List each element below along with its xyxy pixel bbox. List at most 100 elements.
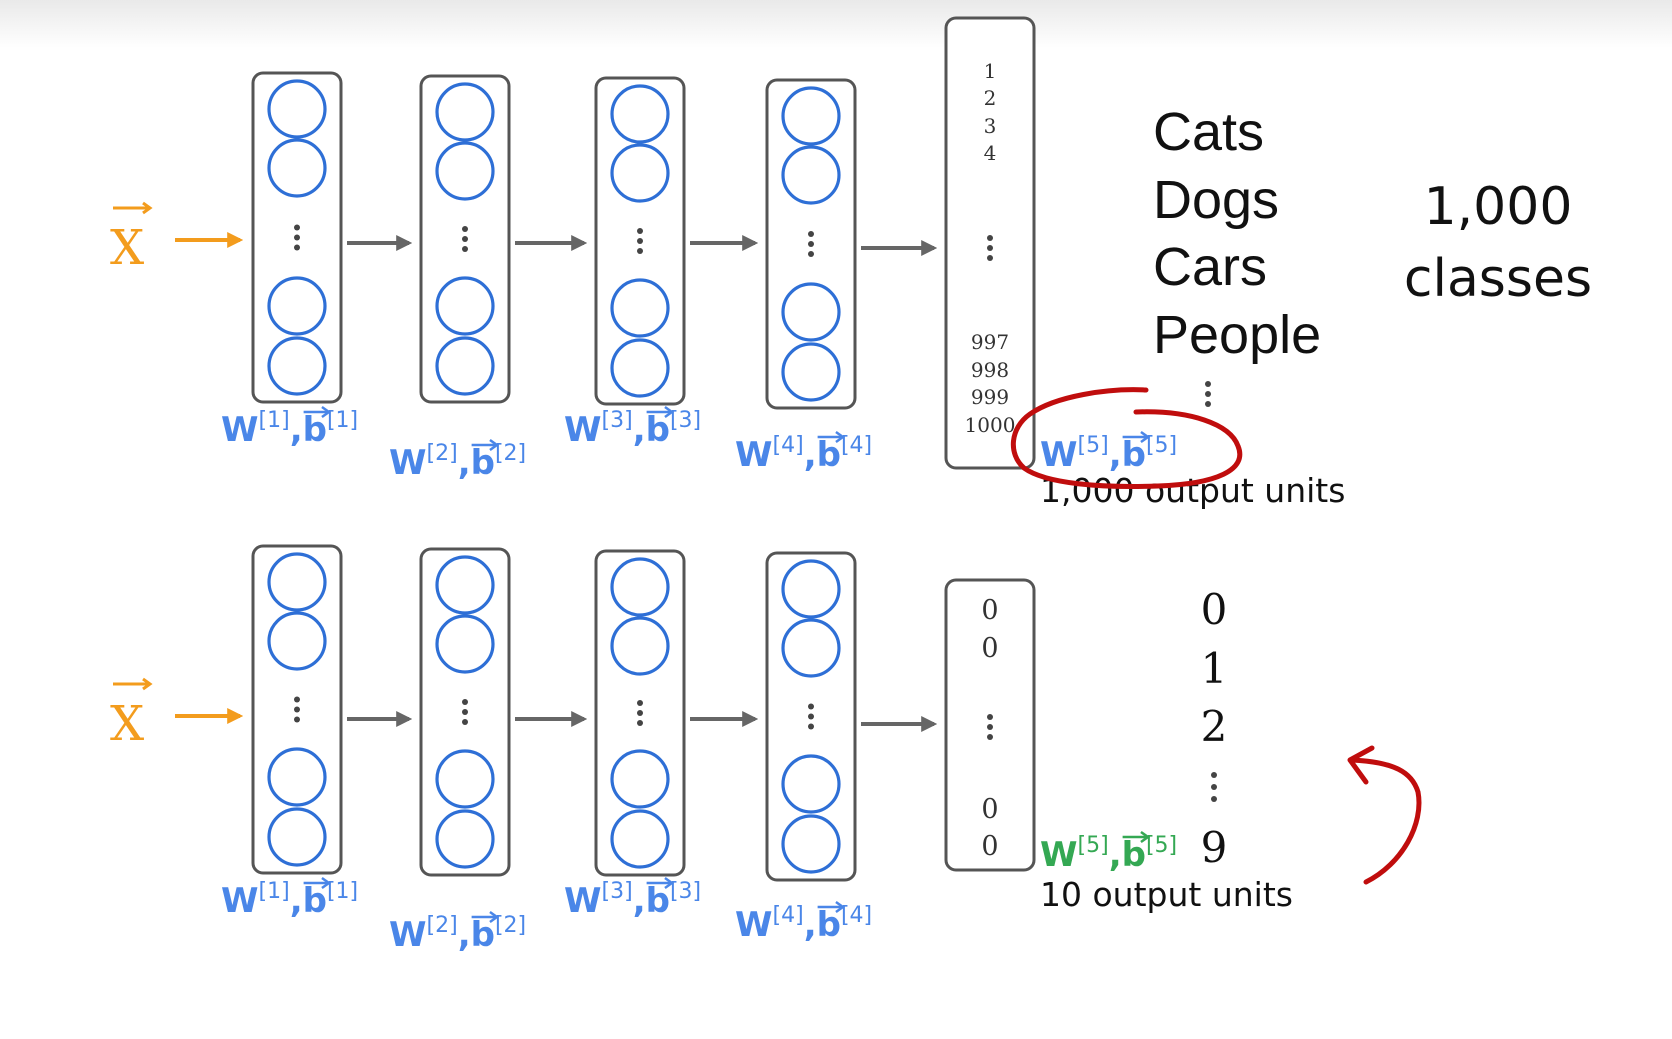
param-label: W[2],b[2] bbox=[389, 438, 526, 483]
neuron bbox=[267, 747, 327, 807]
weight-symbol: W bbox=[221, 410, 259, 450]
neuron bbox=[435, 749, 495, 809]
neuron bbox=[610, 143, 670, 203]
bottom-network: XW[1],b[1]W[2],b[2]W[3],b[3]W[4],b[4]000… bbox=[110, 544, 1177, 955]
param-text: W[4],b[4] bbox=[735, 903, 872, 945]
bias-superscript: [4] bbox=[841, 433, 872, 458]
neuron bbox=[610, 616, 670, 676]
neuron-ellipsis bbox=[462, 226, 468, 252]
neuron-ellipsis bbox=[808, 231, 814, 257]
curved-arrow-annotation bbox=[1349, 757, 1422, 885]
input-x-label: X bbox=[110, 201, 153, 276]
hidden-layer-2 bbox=[419, 74, 511, 404]
neuron bbox=[435, 276, 495, 336]
bias-superscript: [4] bbox=[841, 903, 872, 928]
weight-superscript: [1] bbox=[259, 879, 290, 904]
digit-1: 1 bbox=[1201, 644, 1228, 693]
param-text: W[2],b[2] bbox=[389, 913, 526, 955]
weight-symbol: W bbox=[1040, 435, 1078, 475]
neuron-ellipsis bbox=[637, 228, 643, 254]
neuron bbox=[781, 618, 841, 678]
digit-labels: 0 1 2 9 bbox=[1201, 585, 1228, 872]
bias-superscript: [2] bbox=[495, 913, 526, 938]
param-separator: , bbox=[633, 410, 646, 450]
output-index: 998 bbox=[971, 358, 1009, 382]
weight-superscript: [2] bbox=[427, 913, 458, 938]
hidden-layer-1 bbox=[251, 544, 343, 875]
vector-arrow-head bbox=[835, 430, 846, 444]
neuron bbox=[267, 807, 327, 867]
vector-arrow-head bbox=[321, 405, 332, 419]
neuron-ellipsis bbox=[294, 224, 300, 251]
weight-symbol: W bbox=[389, 915, 427, 955]
weight-superscript: [4] bbox=[773, 433, 804, 458]
neuron bbox=[781, 282, 841, 342]
neuron bbox=[435, 336, 495, 396]
weight-symbol: W bbox=[1040, 835, 1078, 875]
param-text: W[3],b[3] bbox=[564, 879, 701, 921]
hidden-layer-4 bbox=[765, 551, 857, 882]
curved-arrow-head bbox=[1347, 745, 1375, 785]
weight-superscript: [5] bbox=[1078, 433, 1109, 458]
vector-arrow-head bbox=[321, 876, 332, 890]
neuron bbox=[435, 82, 495, 142]
output-index: 3 bbox=[984, 114, 997, 138]
output-index: 1000 bbox=[965, 413, 1016, 437]
hidden-layer-1 bbox=[251, 71, 343, 404]
class-list-ellipsis bbox=[1205, 381, 1211, 407]
bias-superscript: [2] bbox=[495, 441, 526, 466]
neuron-ellipsis bbox=[462, 699, 468, 725]
neuron bbox=[435, 555, 495, 615]
param-label: W[2],b[2] bbox=[389, 910, 526, 955]
param-text: W[1],b[1] bbox=[221, 879, 358, 921]
neuron bbox=[781, 754, 841, 814]
neuron bbox=[267, 336, 327, 396]
neuron bbox=[435, 141, 495, 201]
vector-arrow-head bbox=[1140, 430, 1151, 444]
param-separator: , bbox=[1109, 835, 1122, 875]
hidden-layer-3 bbox=[594, 76, 686, 406]
output-index: 4 bbox=[984, 141, 997, 165]
vector-arrow-head bbox=[835, 900, 846, 914]
weight-symbol: W bbox=[735, 905, 773, 945]
param-label: W[1],b[1] bbox=[221, 405, 358, 450]
param-text: W[5],b[5] bbox=[1040, 833, 1177, 875]
digit-9: 9 bbox=[1201, 823, 1228, 872]
neuron bbox=[610, 278, 670, 338]
param-separator: , bbox=[290, 881, 303, 921]
bias-superscript: [3] bbox=[670, 408, 701, 433]
output-value: 0 bbox=[981, 633, 998, 664]
class-name-dogs: Dogs bbox=[1153, 170, 1279, 230]
bias-superscript: [5] bbox=[1146, 433, 1177, 458]
output-ellipsis bbox=[987, 714, 993, 740]
class-name-cars: Cars bbox=[1153, 237, 1267, 297]
bias-superscript: [5] bbox=[1146, 833, 1177, 858]
vector-arrow-head bbox=[142, 677, 153, 691]
class-name-cats: Cats bbox=[1153, 102, 1264, 162]
weight-superscript: [4] bbox=[773, 903, 804, 928]
param-separator: , bbox=[804, 905, 817, 945]
param-text: W[5],b[5] bbox=[1040, 433, 1177, 475]
bias-superscript: [1] bbox=[327, 879, 358, 904]
param-label: W[4],b[4] bbox=[735, 900, 872, 945]
bottom-output-units-label: 10 output units bbox=[1040, 875, 1293, 914]
highlight-circle-annotation bbox=[1010, 387, 1243, 489]
digit-list-ellipsis bbox=[1211, 772, 1217, 802]
digit-2: 2 bbox=[1201, 702, 1228, 751]
output-index: 2 bbox=[984, 86, 997, 110]
neuron bbox=[781, 559, 841, 619]
weight-symbol: W bbox=[221, 881, 259, 921]
output-index: 997 bbox=[971, 330, 1009, 354]
neuron-ellipsis bbox=[294, 696, 300, 723]
param-label: W[1],b[1] bbox=[221, 876, 358, 921]
neuron bbox=[781, 342, 841, 402]
weight-symbol: W bbox=[389, 443, 427, 483]
vector-arrow-head bbox=[664, 876, 675, 890]
param-label: W[3],b[3] bbox=[564, 876, 701, 921]
param-label: W[3],b[3] bbox=[564, 405, 701, 450]
param-text: W[4],b[4] bbox=[735, 433, 872, 475]
top-output-units-label: 1,000 output units bbox=[1040, 471, 1345, 510]
bias-superscript: [1] bbox=[327, 408, 358, 433]
input-x-label: X bbox=[110, 677, 153, 752]
